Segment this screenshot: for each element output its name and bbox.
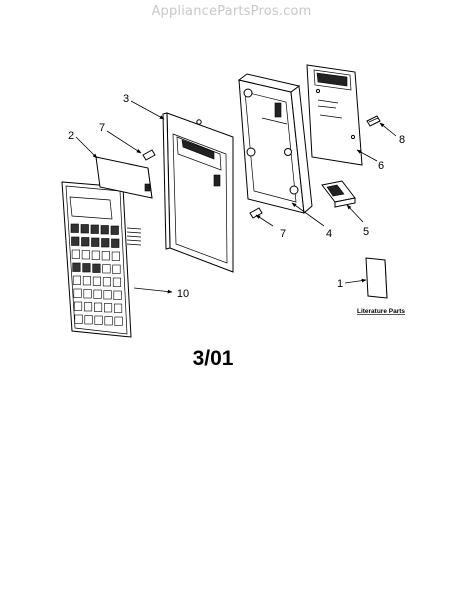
keypad-key: [70, 223, 79, 233]
part-4-control-bracket[interactable]: [237, 73, 313, 215]
keypad-key: [71, 249, 80, 259]
watermark-text: AppliancePartsPros.com: [151, 4, 312, 19]
keypad-key: [103, 290, 112, 300]
keypad-key: [112, 277, 121, 287]
keypad-key: [84, 315, 93, 325]
keypad-key: [71, 236, 80, 246]
callout-5: 5: [363, 226, 369, 238]
date-code: 3/01: [193, 347, 234, 370]
keypad-key: [114, 303, 123, 313]
part-2-display-lens[interactable]: [95, 156, 153, 199]
keypad-key: [104, 303, 113, 313]
part-1-literature[interactable]: [365, 257, 388, 299]
keypad-key: [93, 289, 102, 299]
keypad-key: [101, 251, 110, 261]
part-6-control-board[interactable]: [306, 64, 363, 166]
keypad-key: [113, 290, 122, 300]
part-7-screw-upper[interactable]: [142, 149, 156, 161]
callout-7-lower: 7: [280, 228, 286, 240]
literature-parts-label: Literature Parts: [357, 308, 405, 315]
callout-1: 1: [337, 278, 343, 290]
callout-6: 6: [378, 160, 384, 172]
part-5-bracket-clip[interactable]: [321, 180, 356, 208]
part-3-control-panel-frame[interactable]: [162, 112, 234, 273]
callout-8: 8: [399, 134, 405, 146]
callout-7-upper: 7: [99, 122, 105, 134]
keypad-key: [72, 262, 81, 272]
keypad-key: [91, 250, 100, 260]
part-10-keypad-membrane[interactable]: [61, 181, 142, 338]
leader-lines: [75, 100, 397, 294]
keypad-key: [102, 264, 111, 274]
keypad-key: [90, 224, 99, 234]
keypad-key: [110, 225, 119, 235]
callout-2: 2: [68, 130, 74, 142]
keypad-key: [102, 277, 111, 287]
keypad-key: [80, 224, 89, 234]
keypad-key: [104, 316, 113, 326]
callout-3: 3: [123, 93, 129, 105]
keypad-key: [72, 275, 81, 285]
callout-4: 4: [326, 228, 332, 240]
callout-10: 10: [177, 288, 189, 300]
keypad-key: [92, 263, 101, 273]
part-7-screw-lower[interactable]: [249, 207, 263, 219]
keypad-key: [100, 225, 109, 235]
keypad-key: [91, 237, 100, 247]
keypad-key: [82, 276, 91, 286]
keypad-key: [92, 276, 101, 286]
keypad-key: [74, 301, 83, 311]
part-8-screw[interactable]: [366, 115, 381, 127]
keypad-key: [101, 238, 110, 248]
keypad-key: [111, 238, 120, 248]
keypad-key: [114, 316, 123, 326]
keypad-key: [81, 250, 90, 260]
keypad-key: [112, 264, 121, 274]
keypad-key: [94, 302, 103, 312]
keypad-key: [111, 251, 120, 261]
keypad-key: [83, 289, 92, 299]
keypad-key: [81, 237, 90, 247]
keypad-key: [84, 302, 93, 312]
keypad-key: [73, 288, 82, 298]
keypad-key: [94, 315, 103, 325]
keypad-key: [74, 314, 83, 324]
keypad-key: [82, 263, 91, 273]
